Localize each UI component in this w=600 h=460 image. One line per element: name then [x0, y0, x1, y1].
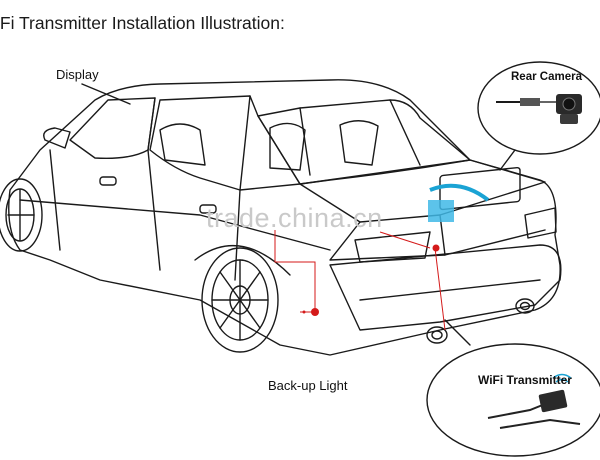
wifi-signal-accent — [429, 183, 490, 202]
side-mirror — [43, 127, 71, 149]
wifi-transmitter-device — [487, 373, 581, 429]
rear-window — [257, 99, 471, 185]
wifi-transmitter-callout — [426, 343, 600, 457]
front-wheel — [0, 178, 43, 252]
side-window-rear — [149, 95, 301, 191]
transmitter-mount-highlight — [428, 200, 454, 222]
side-window-front — [69, 97, 156, 160]
exhaust-pipe-left — [426, 326, 448, 344]
display-leader — [81, 83, 131, 105]
display-label: Display — [56, 67, 99, 82]
backup-light-leaders — [274, 230, 446, 331]
car-roof-outline — [8, 79, 561, 356]
wifi-transmitter-label: WiFi Transmitter — [478, 373, 572, 387]
rear-camera-device — [496, 94, 582, 124]
license-plate — [439, 166, 521, 211]
diagram-title: iFi Transmitter Installation Illustratio… — [0, 13, 285, 33]
rear-camera-label: Rear Camera — [511, 71, 582, 83]
trunk-lid — [299, 159, 546, 223]
rear-bumper — [329, 244, 562, 331]
watermark: trade.china.cn — [206, 203, 383, 233]
tail-light-right — [524, 207, 557, 239]
rear-wheel — [201, 247, 279, 353]
tail-light-left — [354, 231, 431, 263]
rear-camera-callout — [477, 61, 600, 155]
exhaust-pipe-right — [515, 298, 535, 314]
backup-light-label: Back-up Light — [268, 378, 348, 393]
backup-light-marker — [311, 308, 319, 316]
